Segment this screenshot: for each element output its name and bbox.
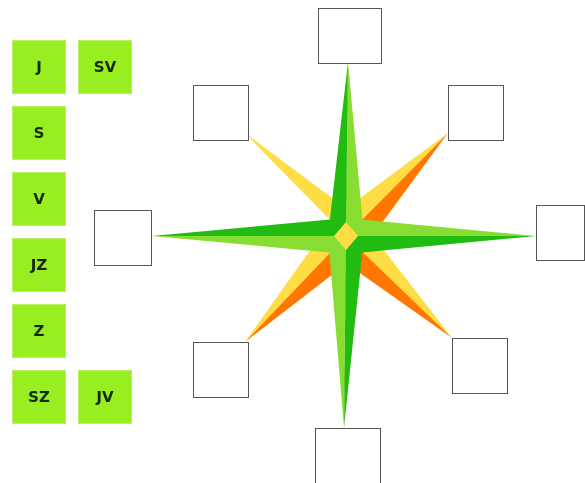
point-n-hl <box>346 62 364 236</box>
drop-south-east[interactable] <box>452 338 508 394</box>
drop-north-east[interactable] <box>448 85 504 141</box>
point-w <box>152 218 346 236</box>
drop-north[interactable] <box>318 8 382 64</box>
point-s-hl <box>328 236 346 428</box>
drop-south-west[interactable] <box>193 342 249 398</box>
point-s <box>344 236 364 428</box>
drop-east[interactable] <box>536 205 585 261</box>
drop-north-west[interactable] <box>193 85 249 141</box>
drop-south[interactable] <box>315 428 381 483</box>
point-n <box>328 62 348 236</box>
drop-west[interactable] <box>94 210 152 266</box>
